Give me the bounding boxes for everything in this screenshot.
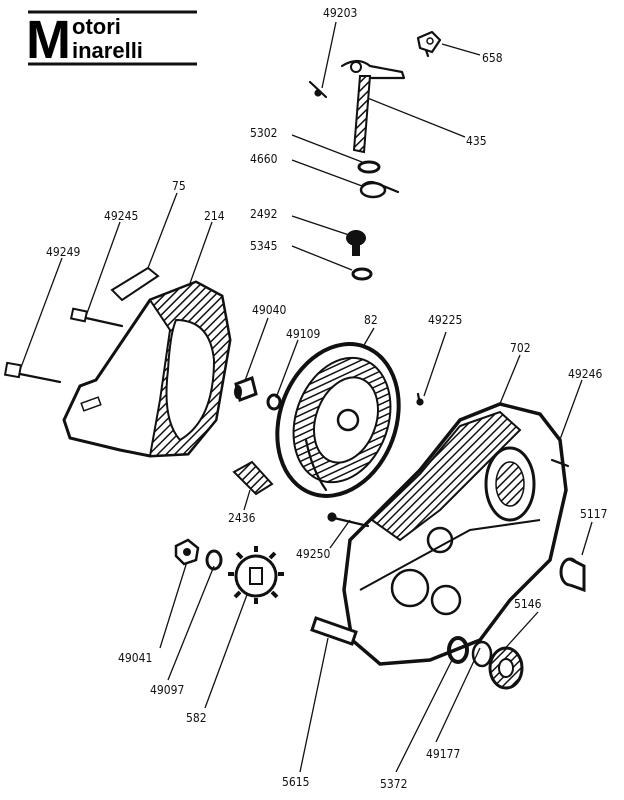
label-49203: 49203 [323,6,357,20]
part-5302-ring [357,160,381,174]
label-75: 75 [172,179,186,193]
logo-word-minarelli: inarelli [72,38,143,63]
part-2436-plate [232,460,274,496]
part-5615-pin [310,616,358,646]
label-5146: 5146 [514,597,542,611]
part-49109-ring [266,393,282,411]
label-5372: 5372 [380,777,407,791]
label-49109: 49109 [286,327,320,341]
label-5117: 5117 [580,507,607,521]
label-5345: 5345 [250,239,277,253]
part-5146-bearing [488,646,524,690]
label-5302: 5302 [250,126,277,140]
part-658-lever-fitting [416,30,442,58]
part-49177-ring [471,640,493,668]
part-49245-bolt [69,307,124,328]
part-49041-nut [174,538,200,566]
label-49177: 49177 [426,747,460,761]
part-5345-washer [351,267,373,281]
part-82-flywheel [275,342,401,498]
part-49225-screw [416,392,424,406]
part-702-crankcase [342,402,568,666]
part-75-gasket [110,266,160,302]
part-49097-washer [205,549,223,571]
label-49246: 49246 [568,367,602,381]
part-49250-bolt [327,512,370,528]
part-49249-bolt [3,361,62,384]
label-49040: 49040 [252,303,286,317]
brand-logo: M otori inarelli [26,10,197,70]
label-2492: 2492 [250,207,277,221]
label-702: 702 [510,341,531,355]
part-435-shaft-lever [340,59,406,154]
part-49203-screw [308,80,328,99]
label-5615: 5615 [282,775,309,789]
label-4660: 4660 [250,152,278,166]
part-5372-seal [447,636,469,664]
part-49246-screw [550,458,570,468]
label-435: 435 [466,134,487,148]
label-49245: 49245 [104,209,138,223]
part-49040-bushing [234,376,258,402]
label-49041: 49041 [118,651,152,665]
label-82: 82 [364,313,378,327]
part-5117-bushing [559,557,586,593]
label-49225: 49225 [428,313,462,327]
part-582-sprocket [228,546,284,604]
label-658: 658 [482,51,503,65]
label-582: 582 [186,711,207,725]
label-49249: 49249 [46,245,80,259]
part-4660-spring [359,180,400,199]
part-number-labels: 49203 658 435 5302 4660 2492 5345 75 492… [46,6,607,791]
logo-word-motori: otori [72,14,121,39]
part-214-side-cover [62,280,232,458]
logo-initial: M [26,10,71,70]
part-2492-knob [346,230,366,256]
label-49097: 49097 [150,683,184,697]
label-214: 214 [204,209,225,223]
label-2436: 2436 [228,511,256,525]
label-49250: 49250 [296,547,330,561]
